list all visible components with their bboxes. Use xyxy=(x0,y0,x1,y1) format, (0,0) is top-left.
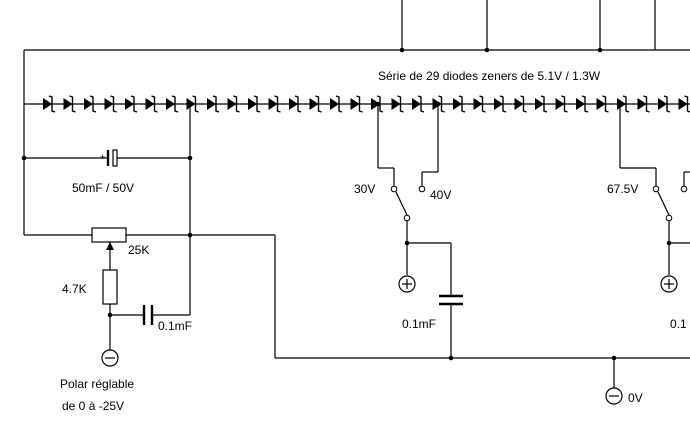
potentiometer-label: 25K xyxy=(128,243,149,257)
zener-diode xyxy=(207,95,220,113)
zener-diode xyxy=(84,95,97,113)
switch1-left-label: 30V xyxy=(354,182,375,196)
zener-diode xyxy=(637,95,650,113)
zener-diode xyxy=(268,95,281,113)
polar-minus-terminal xyxy=(101,349,119,367)
zener-diode xyxy=(391,95,404,113)
ground-label: 0V xyxy=(628,391,643,405)
filter-capacitor-branch: + xyxy=(21,101,193,315)
zener-diode xyxy=(248,95,261,113)
polar-label-line1: Polar réglable xyxy=(60,377,134,391)
zener-series-caption: Série de 29 diodes zeners de 5.1V / 1.3W xyxy=(378,69,601,83)
cap-plus-sign: + xyxy=(100,152,105,162)
zener-diode-string xyxy=(43,95,690,113)
zener-diode xyxy=(227,95,240,113)
zener-diode xyxy=(43,95,56,113)
zener-diode xyxy=(596,95,609,113)
zener-diode xyxy=(535,95,548,113)
bias-capacitor-label: 0.1mF xyxy=(158,319,192,333)
zener-diode xyxy=(473,95,486,113)
zener-diode xyxy=(576,95,589,113)
zener-diode xyxy=(514,95,527,113)
zener-diode xyxy=(63,95,76,113)
tap-switch-1 xyxy=(375,101,463,358)
zener-diode xyxy=(350,95,363,113)
bias-capacitor xyxy=(110,305,190,325)
tap-switch-2 xyxy=(617,101,690,293)
output1-capacitor-label: 0.1mF xyxy=(402,317,436,331)
zener-diode xyxy=(555,95,568,113)
zener-diode xyxy=(678,95,690,113)
zener-diode xyxy=(309,95,322,113)
zener-diode xyxy=(125,95,138,113)
top-wires xyxy=(23,0,690,235)
zener-diode xyxy=(330,95,343,113)
zener-diode xyxy=(104,95,117,113)
zener-diode xyxy=(453,95,466,113)
bias-resistor xyxy=(102,269,118,350)
zener-diode xyxy=(412,95,425,113)
main-capacitor-label: 50mF / 50V xyxy=(72,181,134,195)
resistor-label: 4.7K xyxy=(62,282,87,296)
output2-capacitor-label: 0.1 xyxy=(670,317,687,331)
zener-diode xyxy=(658,95,671,113)
switch1-right-label: 40V xyxy=(430,188,451,202)
potentiometer xyxy=(24,227,275,270)
ground-rail xyxy=(274,235,690,405)
zener-diode xyxy=(145,95,158,113)
switch2-left-label: 67.5V xyxy=(607,182,638,196)
polar-label-line2: de 0 à -25V xyxy=(62,399,124,413)
zener-diode xyxy=(289,95,302,113)
zener-diode xyxy=(494,95,507,113)
zener-diode xyxy=(166,95,179,113)
